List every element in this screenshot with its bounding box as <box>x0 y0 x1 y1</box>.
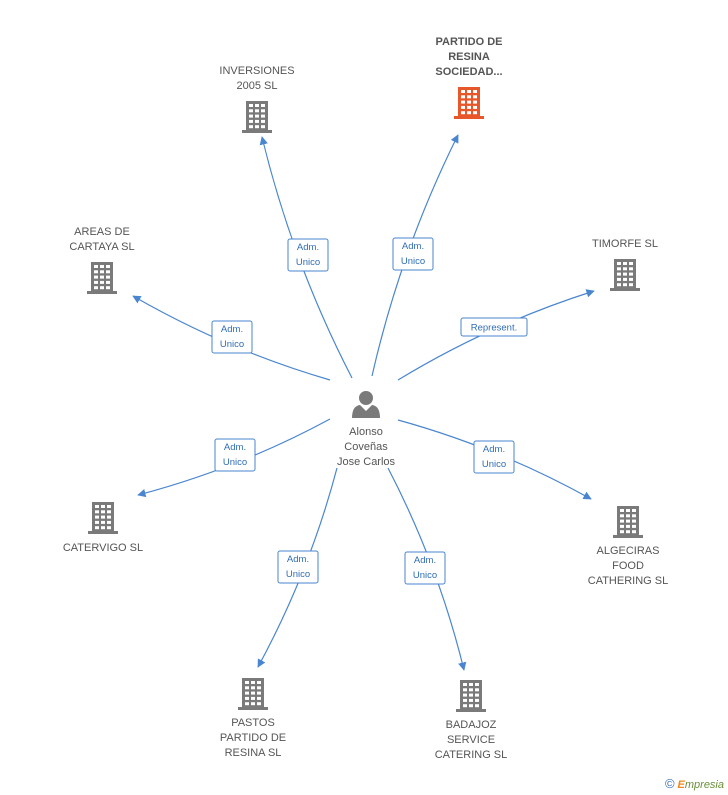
relation-label-box <box>211 320 253 354</box>
relation-label-text: Adm. <box>297 242 319 253</box>
relation-label-badajoz[interactable]: Adm. Unico <box>404 551 446 585</box>
relation-label-algeciras[interactable]: Adm. Unico <box>473 440 515 474</box>
relation-label-text: Unico <box>413 570 437 581</box>
person-icon <box>352 391 380 418</box>
building-icon <box>87 262 117 294</box>
brand-logo-text: mpresia <box>684 779 724 791</box>
company-node-partido[interactable]: PARTIDO DE RESINA SOCIEDAD... <box>435 36 503 119</box>
company-name-text: BADAJOZ <box>446 719 497 731</box>
company-node-catervigo[interactable]: CATERVIGO SL <box>63 502 143 554</box>
relation-label-text: Adm. <box>483 444 505 455</box>
relation-label-text: Unico <box>482 459 506 470</box>
building-icon <box>88 502 118 534</box>
company-name-text: PASTOS <box>231 717 275 729</box>
company-name-text: CATERVIGO SL <box>63 542 143 554</box>
relation-label-text: Adm. <box>287 554 309 565</box>
company-name-text: CATERING SL <box>435 749 508 761</box>
building-icon <box>610 259 640 291</box>
company-name-text: PARTIDO DE <box>220 732 286 744</box>
company-name-text: SERVICE <box>447 734 495 746</box>
relation-label-box <box>460 317 528 337</box>
company-name-text: 2005 SL <box>237 80 278 92</box>
relation-label-box <box>473 440 515 474</box>
building-icon <box>238 678 268 710</box>
company-node-badajoz[interactable]: BADAJOZ SERVICE CATERING SL <box>435 680 508 761</box>
company-name-text: FOOD <box>612 560 644 572</box>
copyright-icon: © <box>664 776 675 791</box>
company-name-text: RESINA <box>448 51 490 63</box>
footer-brand: ©Empresia <box>665 776 724 791</box>
relation-label-partido[interactable]: Adm. Unico <box>392 237 434 271</box>
relation-label-text: Represent. <box>471 323 517 334</box>
person-name-text: Jose Carlos <box>337 456 396 468</box>
relation-label-text: Unico <box>401 256 425 267</box>
relation-label-box <box>404 551 446 585</box>
company-name-text: RESINA SL <box>225 747 282 759</box>
relation-label-box <box>277 550 319 584</box>
company-name-text: CARTAYA SL <box>69 241 134 253</box>
company-node-areas[interactable]: AREAS DE CARTAYA SL <box>69 226 135 294</box>
building-icon <box>454 87 484 119</box>
relation-label-text: Adm. <box>414 555 436 566</box>
company-name-text: ALGECIRAS <box>597 545 660 557</box>
company-node-timorfe[interactable]: TIMORFE SL <box>592 238 658 291</box>
relation-label-box <box>287 238 329 272</box>
relation-label-inversiones[interactable]: Adm. Unico <box>287 238 329 272</box>
relation-label-text: Unico <box>296 257 320 268</box>
relation-label-box <box>392 237 434 271</box>
company-name-text: INVERSIONES <box>219 65 294 77</box>
company-name-text: CATHERING SL <box>588 575 668 587</box>
company-node-inversiones[interactable]: INVERSIONES 2005 SL <box>219 65 295 133</box>
building-icon <box>456 680 486 712</box>
person-name-text: Coveñas <box>344 441 388 453</box>
relation-label-timorfe[interactable]: Represent. <box>460 317 528 337</box>
relation-label-box <box>214 438 256 472</box>
relation-label-text: Adm. <box>224 442 246 453</box>
company-name-text: TIMORFE SL <box>592 238 658 250</box>
brand-logo-letter: E <box>677 779 685 791</box>
company-node-pastos[interactable]: PASTOS PARTIDO DE RESINA SL <box>220 678 286 759</box>
building-icon <box>242 101 272 133</box>
relation-label-text: Unico <box>220 339 244 350</box>
relation-label-text: Adm. <box>402 241 424 252</box>
company-name-text: AREAS DE <box>74 226 130 238</box>
person-name-text: Alonso <box>349 426 383 438</box>
relation-label-areas[interactable]: Adm. Unico <box>211 320 253 354</box>
building-icon <box>613 506 643 538</box>
relation-label-text: Unico <box>286 569 310 580</box>
relation-label-catervigo[interactable]: Adm. Unico <box>214 438 256 472</box>
company-node-algeciras[interactable]: ALGECIRAS FOOD CATHERING SL <box>588 506 668 587</box>
relation-label-pastos[interactable]: Adm. Unico <box>277 550 319 584</box>
company-name-text: PARTIDO DE <box>435 36 502 48</box>
company-name-text: SOCIEDAD... <box>435 66 502 78</box>
relation-label-text: Adm. <box>221 324 243 335</box>
relation-label-text: Unico <box>223 457 247 468</box>
